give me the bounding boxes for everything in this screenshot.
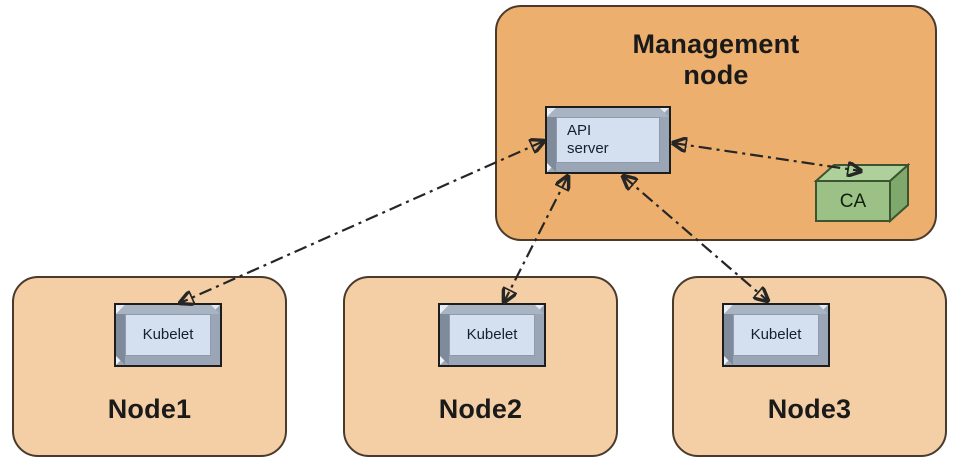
kubelet-component-node3[interactable]: Kubelet [722,303,830,367]
bevel-inner-face [449,314,535,356]
bevel-inner-face [556,117,660,163]
bevel-facet-bottom [547,108,669,117]
bevel-facet-right [547,108,556,172]
bevel-facet-bottom [724,305,828,314]
bevel-facet-right [724,305,733,365]
api-server-component[interactable]: API server [545,106,671,174]
node2-title: Node2 [438,393,523,424]
ca-front-face [815,180,891,222]
bevel-facet-bottom [440,305,544,314]
node3-title: Node3 [767,393,852,424]
ca-component[interactable] [814,163,910,225]
bevel-facet-right [116,305,125,365]
kubelet-component-node1[interactable]: Kubelet [114,303,222,367]
kubelet-component-node2[interactable]: Kubelet [438,303,546,367]
node1-title: Node1 [107,393,192,424]
management-node-title: Management node [632,29,800,91]
bevel-inner-face [733,314,819,356]
bevel-inner-face [125,314,211,356]
bevel-facet-right [440,305,449,365]
bevel-facet-bottom [116,305,220,314]
